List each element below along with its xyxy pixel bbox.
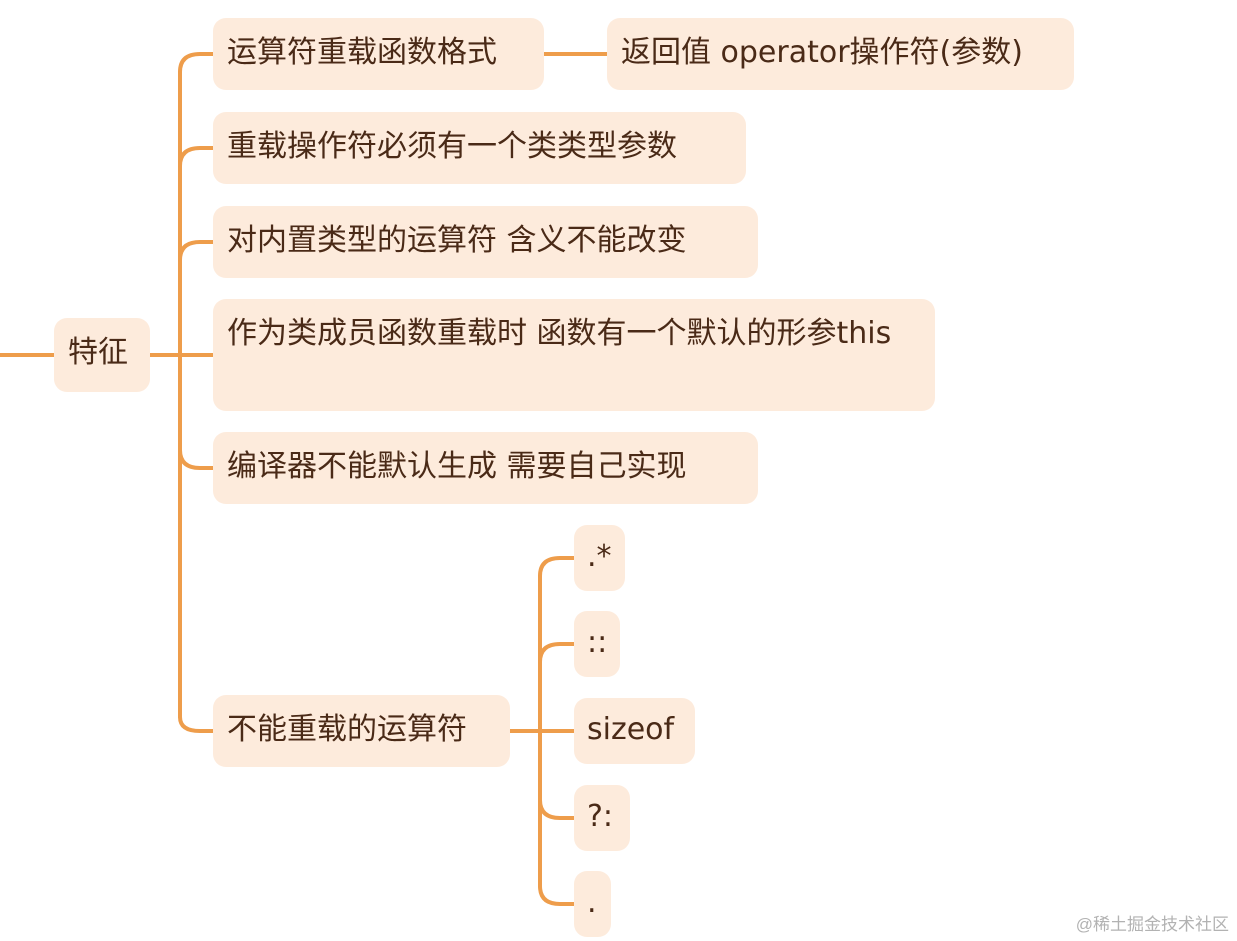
branch-node-builtin-meaning-label: 对内置类型的运算符 含义不能改变 xyxy=(227,223,687,258)
operator-node-ternary[interactable]: ?: xyxy=(574,785,630,851)
branch-node-format-label: 运算符重载函数格式 xyxy=(227,35,497,70)
root-node[interactable]: 特征 xyxy=(54,318,150,392)
root-node-label: 特征 xyxy=(68,335,128,370)
branch-node-class-type-param-label: 重载操作符必须有一个类类型参数 xyxy=(227,129,677,164)
edge-branch-2 xyxy=(178,240,215,262)
operator-node-dot-star[interactable]: .* xyxy=(574,525,625,591)
branch-node-member-this[interactable]: 作为类成员函数重载时 函数有一个默认的形参this xyxy=(213,299,935,411)
branch-node-non-overloadable[interactable]: 不能重载的运算符 xyxy=(213,695,510,767)
branch-node-not-default-label: 编译器不能默认生成 需要自己实现 xyxy=(227,449,687,484)
edge-op-0 xyxy=(538,556,576,578)
edge-branch-0 xyxy=(178,52,215,74)
branch-node-non-overloadable-label: 不能重载的运算符 xyxy=(227,712,467,747)
branch-node-class-type-param[interactable]: 重载操作符必须有一个类类型参数 xyxy=(213,112,746,184)
operator-node-scope[interactable]: :: xyxy=(574,611,620,677)
edge-op-4 xyxy=(538,884,576,906)
operator-node-sizeof[interactable]: sizeof xyxy=(574,698,695,764)
branch-node-not-default[interactable]: 编译器不能默认生成 需要自己实现 xyxy=(213,432,758,504)
branch-node-builtin-meaning[interactable]: 对内置类型的运算符 含义不能改变 xyxy=(213,206,758,278)
operator-node-dot-label: . xyxy=(587,885,597,920)
edge-op-3 xyxy=(538,798,576,820)
format-child-node-label: 返回值 operator操作符(参数) xyxy=(621,35,1023,70)
edge-branch-4 xyxy=(178,448,215,470)
operator-node-dot-star-label: .* xyxy=(587,539,612,574)
operator-node-sizeof-label: sizeof xyxy=(587,712,675,747)
watermark-text: @稀土掘金技术社区 xyxy=(1075,915,1229,934)
operator-node-scope-label: :: xyxy=(587,625,608,660)
branch-node-member-this-label: 作为类成员函数重载时 函数有一个默认的形参this xyxy=(227,316,892,351)
edge-op-1 xyxy=(538,642,576,664)
operator-node-dot[interactable]: . xyxy=(574,871,611,937)
edge-branch-1 xyxy=(178,146,215,168)
format-child-node[interactable]: 返回值 operator操作符(参数) xyxy=(607,18,1074,90)
branch-node-format[interactable]: 运算符重载函数格式 xyxy=(213,18,544,90)
operator-node-ternary-label: ?: xyxy=(587,799,614,834)
edge-branch-5 xyxy=(178,715,215,733)
